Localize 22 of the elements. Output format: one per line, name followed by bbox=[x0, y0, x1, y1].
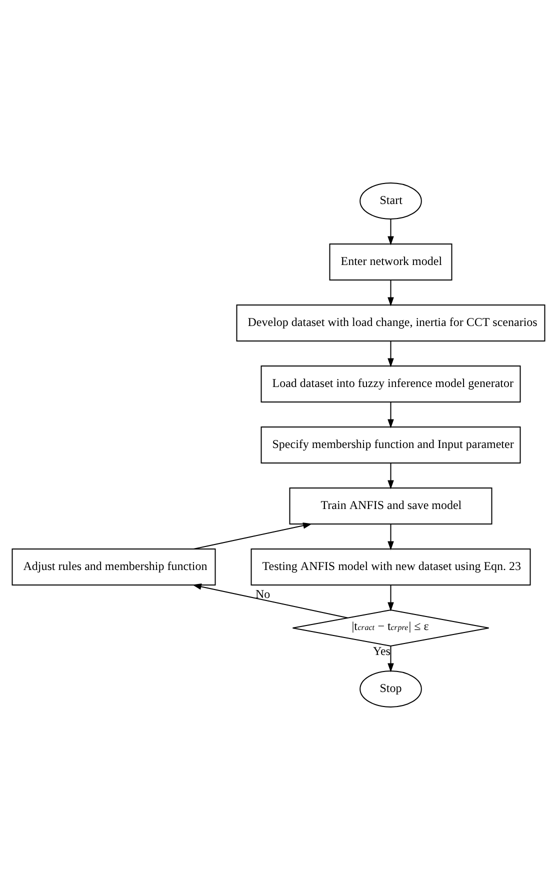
node-box: Load dataset into fuzzy inference model generator bbox=[260, 365, 521, 402]
node-ellipse: Start bbox=[360, 182, 422, 219]
arrow bbox=[388, 279, 394, 306]
node-diamond: |tcract − tcrpre| ≤ ε bbox=[292, 609, 490, 646]
arrow bbox=[388, 584, 394, 611]
arrow bbox=[388, 523, 394, 550]
edge-label: No bbox=[255, 586, 270, 601]
arrow bbox=[388, 340, 394, 367]
node-ellipse: Stop bbox=[360, 670, 422, 707]
arrow bbox=[388, 645, 394, 672]
node-box: Adjust rules and membership function bbox=[12, 548, 216, 585]
arrow bbox=[388, 218, 394, 245]
edge-label: Yes bbox=[373, 644, 390, 658]
arrow bbox=[388, 462, 394, 489]
node-box: Specify membership function and Input parameter bbox=[260, 426, 521, 463]
arrow bbox=[388, 401, 394, 428]
node-box: Enter network model bbox=[329, 243, 452, 280]
arrow bbox=[192, 583, 348, 618]
arrow bbox=[193, 522, 312, 549]
node-box: Testing ANFIS model with new dataset using Eqn. 23 bbox=[250, 548, 531, 585]
node-box: Develop dataset with load change, inertia for CCT scenarios bbox=[236, 304, 546, 341]
node-box: Train ANFIS and save model bbox=[289, 487, 492, 524]
